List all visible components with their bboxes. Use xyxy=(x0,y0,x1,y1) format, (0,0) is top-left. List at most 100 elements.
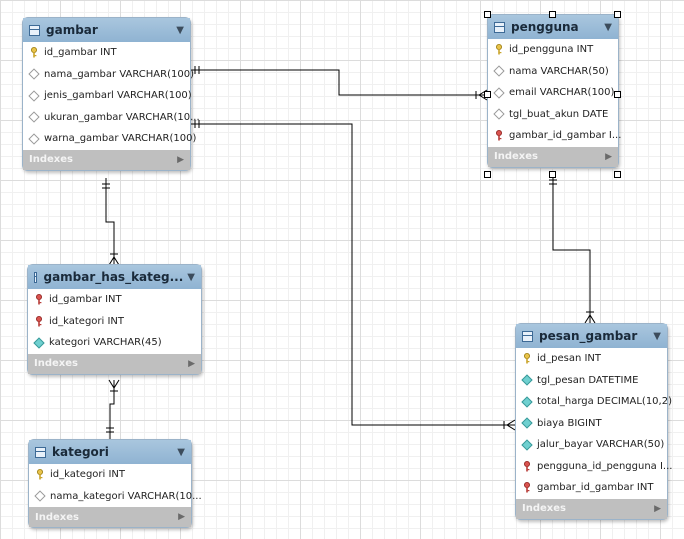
column-row[interactable]: id_pengguna INT xyxy=(488,39,618,61)
column-row[interactable]: biaya BIGINT xyxy=(516,413,667,435)
table-kategori[interactable]: kategori ▼ id_kategori INT nama_kategori … xyxy=(28,439,202,528)
expand-arrow-icon[interactable]: ▶ xyxy=(605,151,612,162)
column-row[interactable]: gambar_id_gambar INT xyxy=(516,477,667,499)
table-pesan-gambar[interactable]: pesan_gambar ▼ id_pesan INT tgl_pesan DAT… xyxy=(515,323,672,520)
table-header[interactable]: pesan_gambar ▼ xyxy=(516,324,667,348)
column-label: biaya BIGINT xyxy=(537,417,602,429)
indexes-section[interactable]: Indexes ▶ xyxy=(488,146,618,167)
column-icon xyxy=(34,490,46,502)
table-header[interactable]: kategori ▼ xyxy=(29,440,191,464)
dropdown-icon[interactable]: ▼ xyxy=(653,330,661,342)
rel-pengguna-pesan-gambar[interactable] xyxy=(549,174,596,324)
table-name: gambar_has_kateg... xyxy=(43,270,184,284)
dropdown-icon[interactable]: ▼ xyxy=(176,24,184,36)
table-icon xyxy=(522,330,533,342)
column-row[interactable]: gambar_id_gambar I... xyxy=(488,125,621,147)
resize-handle[interactable] xyxy=(614,11,621,18)
primary-key-icon xyxy=(494,44,504,55)
table-header[interactable]: pengguna ▼ xyxy=(488,15,618,39)
column-row[interactable]: id_gambar INT xyxy=(28,289,201,311)
dropdown-icon[interactable]: ▼ xyxy=(604,21,612,33)
primary-key-icon xyxy=(522,353,532,364)
column-label: jalur_bayar VARCHAR(50) xyxy=(537,439,665,451)
indexes-label: Indexes xyxy=(35,511,79,523)
foreign-key-icon xyxy=(34,294,44,305)
resize-handle[interactable] xyxy=(484,91,491,98)
dropdown-icon[interactable]: ▼ xyxy=(177,446,185,458)
column-label: id_kategori INT xyxy=(50,469,126,481)
rel-kategori-has-kategori[interactable] xyxy=(106,379,120,440)
expand-arrow-icon[interactable]: ▶ xyxy=(654,503,661,514)
rel-gambar-pengguna[interactable] xyxy=(189,66,488,101)
table-icon xyxy=(29,24,40,36)
table-name: pesan_gambar xyxy=(539,329,638,343)
column-row[interactable]: nama_gambar VARCHAR(100) xyxy=(23,64,194,86)
indexes-section[interactable]: Indexes ▶ xyxy=(28,353,201,374)
column-row[interactable]: nama_kategori VARCHAR(10... xyxy=(29,486,202,508)
resize-handle[interactable] xyxy=(614,91,621,98)
column-label: total_harga DECIMAL(10,2) xyxy=(537,396,672,408)
column-row[interactable]: kategori VARCHAR(45) xyxy=(28,332,201,354)
table-gambar[interactable]: gambar ▼ id_gambar INT nama_gambar VARCHA… xyxy=(22,17,200,171)
column-label: gambar_id_gambar INT xyxy=(537,482,654,494)
column-label: nama VARCHAR(50) xyxy=(509,65,609,77)
column-row[interactable]: id_pesan INT xyxy=(516,348,667,370)
table-icon xyxy=(494,21,505,33)
expand-arrow-icon[interactable]: ▶ xyxy=(178,512,185,522)
column-label: id_pesan INT xyxy=(537,353,602,365)
column-label: id_kategori INT xyxy=(49,315,125,327)
rel-gambar-pesan-gambar[interactable] xyxy=(189,120,516,431)
not-null-column-icon xyxy=(33,337,45,349)
expand-arrow-icon[interactable]: ▶ xyxy=(188,358,195,369)
table-icon xyxy=(35,446,46,458)
column-row[interactable]: total_harga DECIMAL(10,2) xyxy=(516,391,672,413)
not-null-column-icon xyxy=(521,439,533,451)
table-icon xyxy=(34,271,38,283)
column-label: ukuran_gambar VARCHAR(10... xyxy=(44,111,200,123)
indexes-label: Indexes xyxy=(494,151,538,162)
column-row[interactable]: email VARCHAR(100) xyxy=(488,82,618,104)
table-header[interactable]: gambar ▼ xyxy=(23,18,190,42)
column-row[interactable]: id_gambar INT xyxy=(23,42,190,64)
rel-gambar-has-kategori[interactable] xyxy=(102,178,120,266)
resize-handle[interactable] xyxy=(484,171,491,178)
table-gambar-has-kategori[interactable]: gambar_has_kateg... ▼ id_gambar INT id_ka… xyxy=(27,264,202,375)
column-label: kategori VARCHAR(45) xyxy=(49,337,162,349)
indexes-label: Indexes xyxy=(29,154,73,165)
column-label: tgl_buat_akun DATE xyxy=(509,108,609,120)
table-header[interactable]: gambar_has_kateg... ▼ xyxy=(28,265,201,289)
column-row[interactable]: pengguna_id_pengguna I... xyxy=(516,456,672,478)
column-row[interactable]: id_kategori INT xyxy=(29,464,191,486)
column-label: id_gambar INT xyxy=(44,47,117,59)
column-row[interactable]: tgl_buat_akun DATE xyxy=(488,104,618,126)
column-icon xyxy=(28,68,40,80)
indexes-section[interactable]: Indexes ▶ xyxy=(29,507,191,527)
indexes-section[interactable]: Indexes ▶ xyxy=(23,149,190,170)
column-row[interactable]: jenis_gambarl VARCHAR(100) xyxy=(23,85,192,107)
primary-key-icon xyxy=(35,469,45,480)
column-row[interactable]: tgl_pesan DATETIME xyxy=(516,370,667,392)
column-label: pengguna_id_pengguna I... xyxy=(537,460,673,472)
expand-arrow-icon[interactable]: ▶ xyxy=(177,154,184,165)
foreign-key-icon xyxy=(494,130,504,141)
column-icon xyxy=(28,111,40,123)
resize-handle[interactable] xyxy=(484,11,491,18)
column-row[interactable]: jalur_bayar VARCHAR(50) xyxy=(516,434,667,456)
column-row[interactable]: id_kategori INT xyxy=(28,311,201,333)
column-icon xyxy=(493,108,505,120)
resize-handle[interactable] xyxy=(549,11,556,18)
not-null-column-icon xyxy=(521,374,533,386)
table-name: pengguna xyxy=(511,20,579,34)
indexes-label: Indexes xyxy=(34,358,78,369)
resize-handle[interactable] xyxy=(614,171,621,178)
indexes-section[interactable]: Indexes ▶ xyxy=(516,498,667,519)
column-label: warna_gambar VARCHAR(100) xyxy=(44,133,197,145)
column-row[interactable]: ukuran_gambar VARCHAR(10... xyxy=(23,107,200,129)
column-row[interactable]: warna_gambar VARCHAR(100) xyxy=(23,128,196,150)
resize-handle[interactable] xyxy=(549,171,556,178)
column-row[interactable]: nama VARCHAR(50) xyxy=(488,61,618,83)
table-pengguna[interactable]: pengguna ▼ id_pengguna INT nama VARCHAR(5… xyxy=(487,14,621,168)
dropdown-icon[interactable]: ▼ xyxy=(187,271,195,283)
column-label: id_pengguna INT xyxy=(509,44,594,56)
